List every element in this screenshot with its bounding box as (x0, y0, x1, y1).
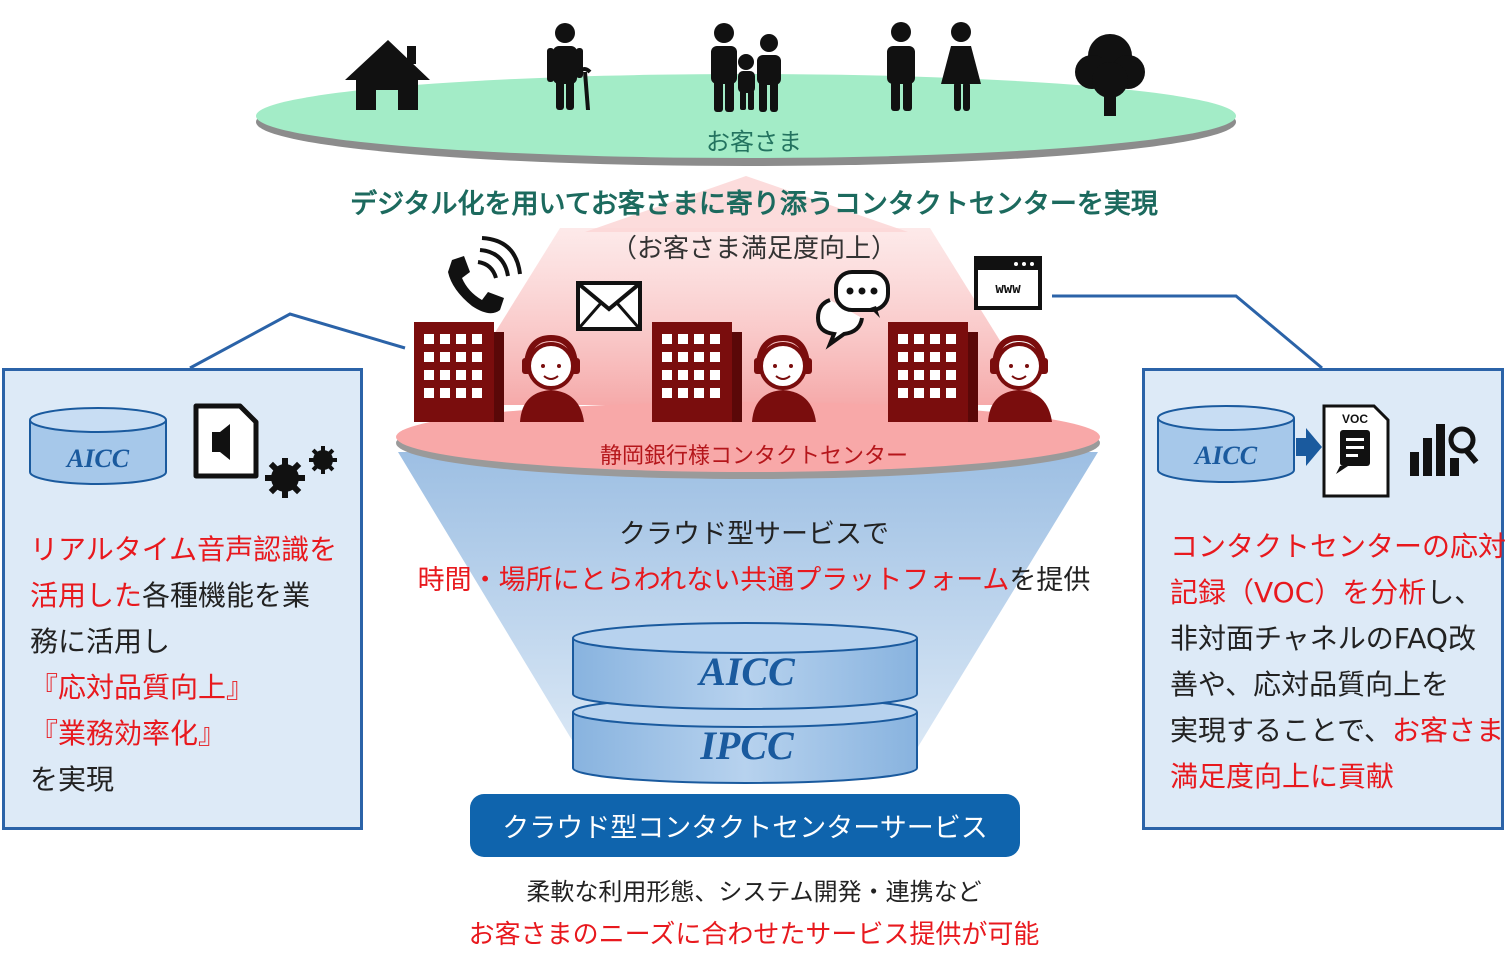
customer-disc (256, 74, 1236, 158)
left-line2-red: 活用した (30, 579, 143, 612)
cloud-line2-highlight: 時間・場所にとらわれない共通プラットフォーム (417, 565, 1010, 596)
operator-icon (988, 334, 1052, 422)
mail-icon (576, 281, 642, 331)
building-icon (888, 322, 978, 422)
bottom-line2: お客さまのニーズに合わせたサービス提供が可能 (468, 920, 1040, 950)
headline: デジタル化を用いてお客さまに寄り添うコンタクトセンターを実現 (350, 189, 1158, 220)
right-line5-dark: 実現することで、 (1170, 714, 1393, 747)
web-browser-icon (974, 256, 1042, 310)
right-line1: コンタクトセンターの応対 (1170, 530, 1507, 563)
right-connector-line (1052, 294, 1323, 370)
right-line4: 善や、応対品質向上を (1170, 668, 1450, 701)
voc-document-icon (1322, 404, 1390, 498)
right-line6: 満足度向上に貢献 (1170, 760, 1395, 793)
www-label: www (995, 281, 1021, 297)
woman-icon (941, 22, 981, 111)
right-aicc-label: AICC (1194, 441, 1258, 470)
left-line4: 『応対品質向上』 (30, 671, 255, 704)
family-icon (711, 23, 781, 112)
analytics-icon (1410, 424, 1479, 476)
house-icon (345, 40, 430, 110)
left-aicc-database-icon (29, 407, 167, 485)
arrow-right-icon (1296, 428, 1322, 466)
left-connector-line (189, 312, 406, 370)
cloud-line2: 時間・場所にとらわれない共通プラットフォームを提供 (0, 558, 1508, 597)
subline: （お客さま満足度向上） (610, 234, 897, 264)
audio-file-icon (193, 403, 259, 479)
right-line3: 非対面チャネルのFAQ改 (1170, 622, 1476, 655)
chat-icon (815, 270, 890, 350)
aicc-database-label: AICC (699, 649, 795, 694)
building-icon (414, 322, 504, 422)
cloud-line1: クラウド型サービスで (619, 519, 889, 550)
left-line1: リアルタイム音声認識を (30, 533, 338, 566)
tree-icon (1075, 34, 1145, 116)
beam-arrow-head (585, 176, 908, 232)
operator-icon (520, 334, 584, 422)
bottom-line1: 柔軟な利用形態、システム開発・連携など (526, 878, 982, 906)
right-panel-text: コンタクトセンターの応対 記録（VOC）を分析し、 非対面チャネルのFAQ改 善… (1170, 524, 1506, 800)
man-icon (887, 22, 915, 111)
right-line5-red: お客さま (1392, 714, 1505, 747)
contact-center-label: 静岡銀行様コンタクトセンター (599, 444, 908, 469)
right-line2-rest: し、 (1426, 576, 1483, 609)
ipcc-database-label: IPCC (700, 723, 794, 768)
left-line2-rest: 各種機能を業 (142, 579, 311, 612)
left-line6: を実現 (30, 763, 115, 796)
phone-icon (448, 236, 522, 314)
gears-icon (265, 446, 337, 498)
voc-label: VOC (1341, 412, 1368, 426)
left-aicc-label: AICC (66, 444, 130, 473)
operator-icon (752, 334, 816, 422)
elderly-person-icon (547, 23, 592, 110)
right-aicc-database-icon (1157, 405, 1295, 483)
left-panel-text: リアルタイム音声認識を 活用した各種機能を業 務に活用し 『応対品質向上』 『業… (30, 527, 337, 803)
cloud-line2-rest: を提供 (1009, 565, 1091, 596)
left-line5: 『業務効率化』 (30, 717, 227, 750)
aicc-database (572, 622, 918, 710)
building-icon (652, 322, 742, 422)
right-line2-red: 記録（VOC）を分析 (1170, 576, 1427, 609)
customers-label: お客さま (706, 128, 802, 156)
cloud-service-banner: クラウド型コンタクトセンターサービス (470, 794, 1020, 857)
left-line3: 務に活用し (30, 625, 171, 658)
